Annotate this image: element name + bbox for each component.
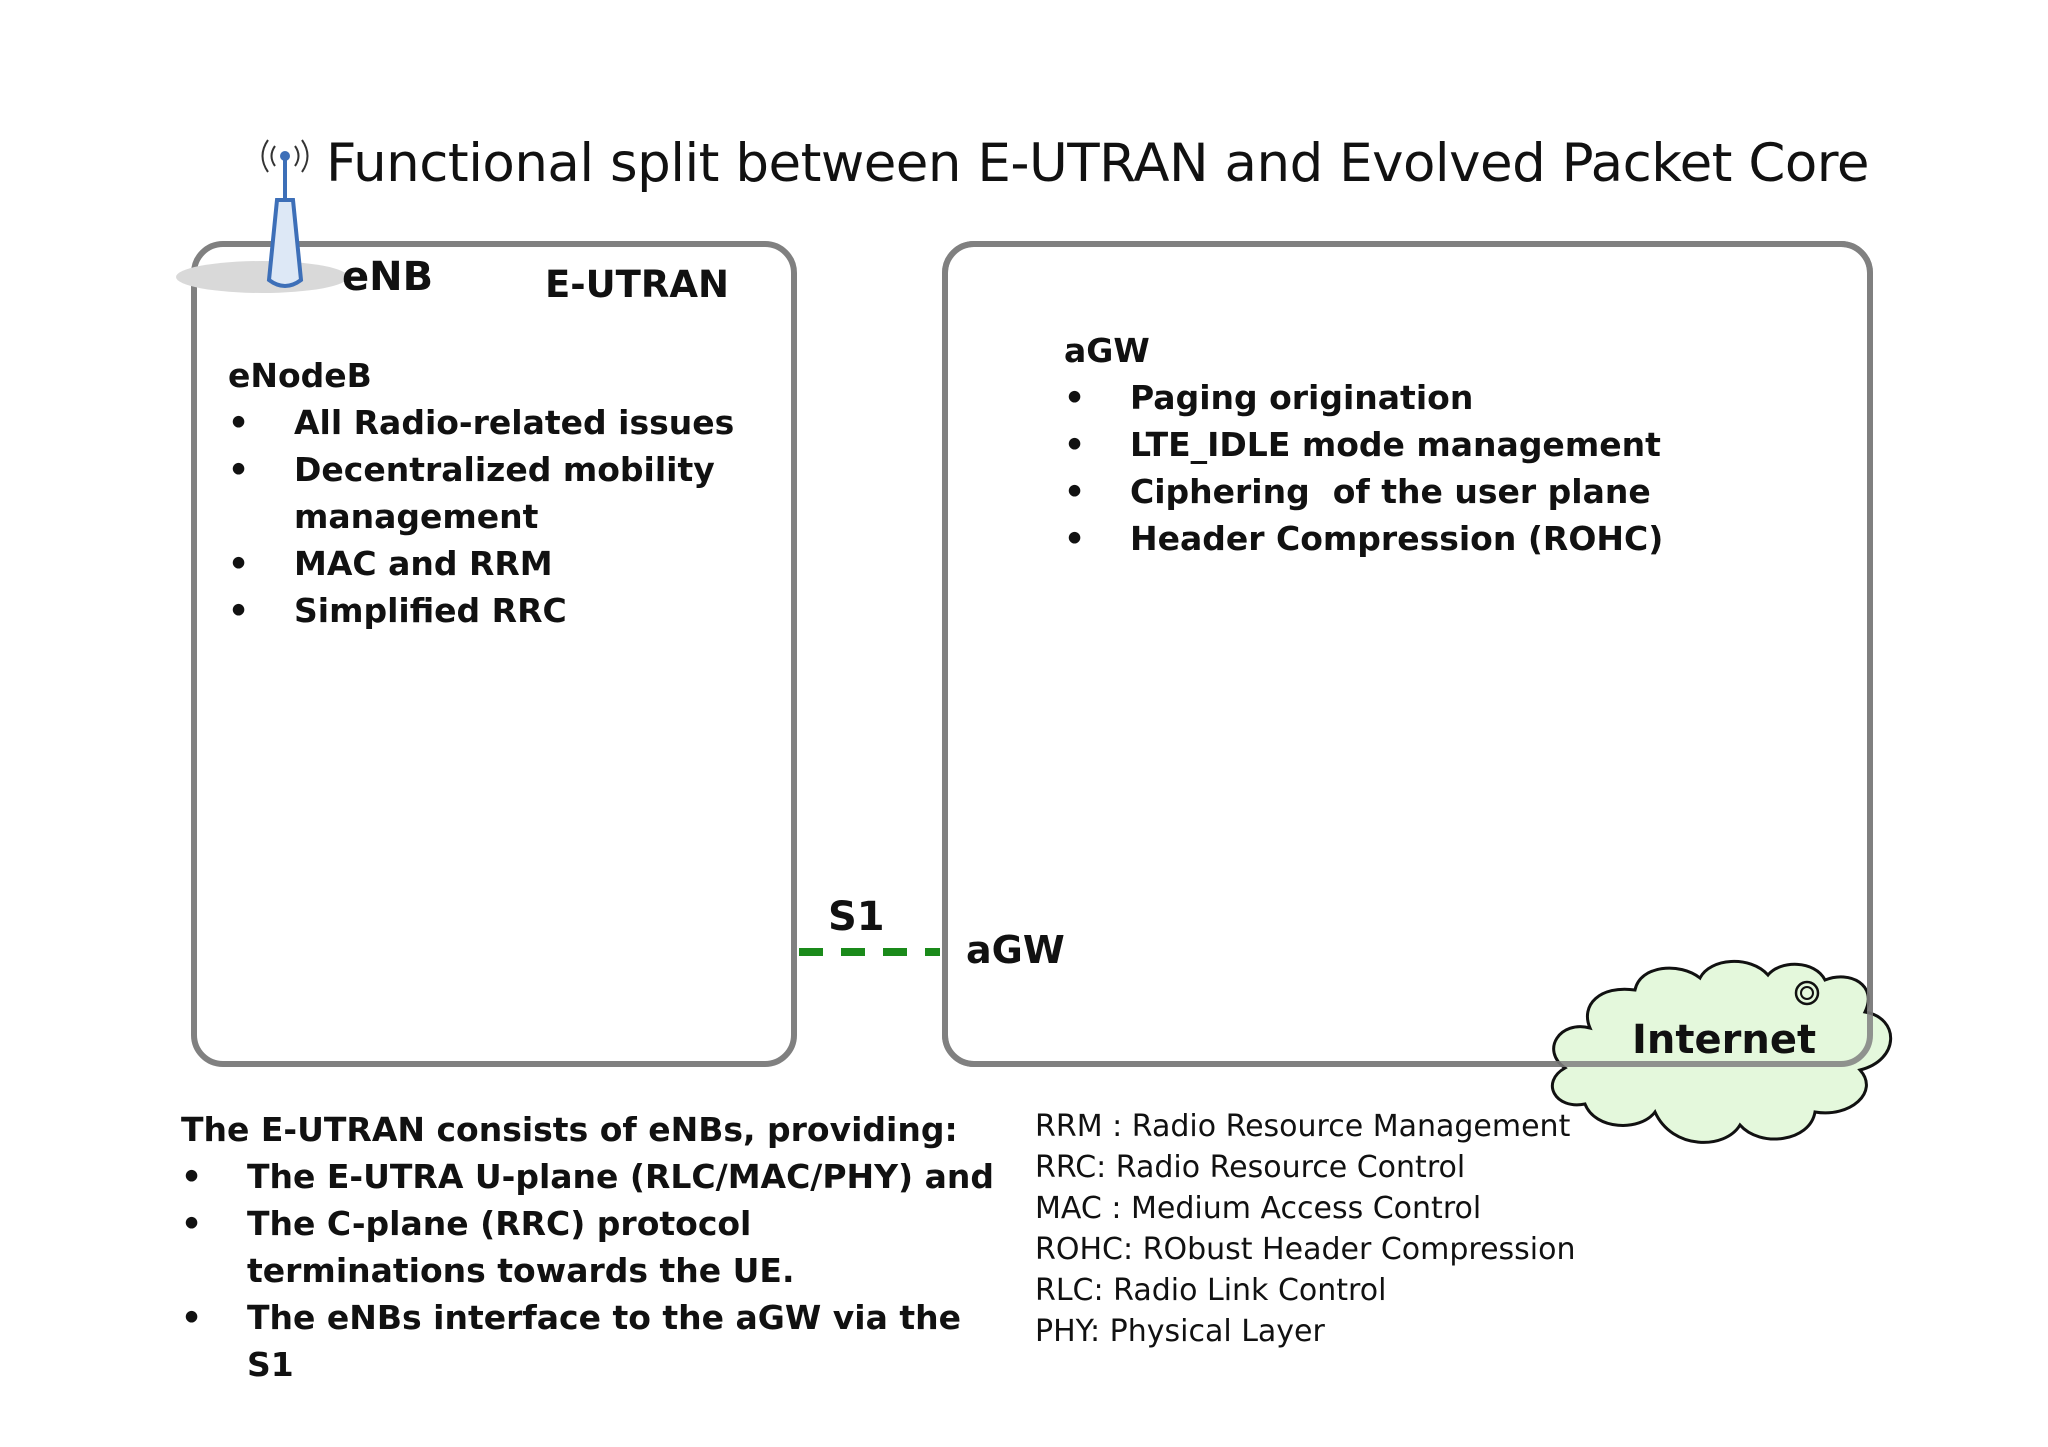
list-item-text: Ciphering of the user plane [1130,472,1651,511]
list-item: •Ciphering of the user plane [1064,472,1651,511]
list-item: •Paging origination [1064,378,1474,417]
agw-heading: aGW [1064,331,1150,370]
agw-node-label: aGW [966,928,1065,972]
list-item: •MAC and RRM [228,544,553,583]
s1-label: S1 [828,894,885,940]
summary-list: •The E-UTRA U-plane (RLC/MAC/PHY) and •T… [181,1153,1001,1388]
list-item: •The eNBs interface to the aGW via the S… [181,1298,961,1384]
list-item: •Header Compression (ROHC) [1064,519,1664,558]
eutran-box [191,241,797,1067]
enodeb-heading: eNodeB [228,356,372,395]
eutran-summary: The E-UTRAN consists of eNBs, providing:… [181,1106,1001,1388]
abbreviation-item: RRC: Radio Resource Control [1035,1150,1466,1185]
summary-heading: The E-UTRAN consists of eNBs, providing: [181,1110,958,1149]
abbreviation-item: ROHC: RObust Header Compression [1035,1232,1576,1267]
agw-functions: aGW •Paging origination •LTE_IDLE mode m… [1064,327,1824,562]
abbreviation-item: RLC: Radio Link Control [1035,1273,1387,1308]
list-item: •The E-UTRA U-plane (RLC/MAC/PHY) and [181,1157,995,1196]
epc-box-overlay [942,241,1873,1067]
abbreviation-item: MAC : Medium Access Control [1035,1191,1482,1226]
list-item-text: The eNBs interface to the aGW via the S1 [247,1298,961,1384]
list-item-text: All Radio-related issues [294,403,735,442]
list-item: •LTE_IDLE mode management [1064,425,1661,464]
agw-function-list: •Paging origination •LTE_IDLE mode manag… [1064,374,1824,562]
list-item-text: Simplified RRC [294,591,567,630]
list-item: •Decentralized mobility management [228,450,715,536]
list-item-text: MAC and RRM [294,544,553,583]
list-item-text: Decentralized mobility management [294,450,715,536]
list-item-text: The C-plane (RRC) protocol terminations … [247,1204,795,1290]
list-item: •The C-plane (RRC) protocol terminations… [181,1204,795,1290]
page-title: Functional split between E-UTRAN and Evo… [326,133,1869,194]
abbreviation-list: RRM : Radio Resource Management RRC: Rad… [1035,1106,1575,1352]
list-item: •All Radio-related issues [228,403,735,442]
eutran-region-label: E-UTRAN [545,263,730,306]
internet-label: Internet [1632,1017,1817,1063]
abbreviation-item: PHY: Physical Layer [1035,1314,1325,1349]
list-item-text: Paging origination [1130,378,1474,417]
enb-node-label: eNB [342,254,434,300]
list-item: •Simplified RRC [228,591,567,630]
enodeb-functions: eNodeB •All Radio-related issues •Decent… [228,352,748,634]
list-item-text: Header Compression (ROHC) [1130,519,1664,558]
list-item-text: LTE_IDLE mode management [1130,425,1661,464]
enodeb-function-list: •All Radio-related issues •Decentralized… [228,399,748,634]
abbreviation-item: RRM : Radio Resource Management [1035,1109,1571,1144]
list-item-text: The E-UTRA U-plane (RLC/MAC/PHY) and [247,1157,995,1196]
